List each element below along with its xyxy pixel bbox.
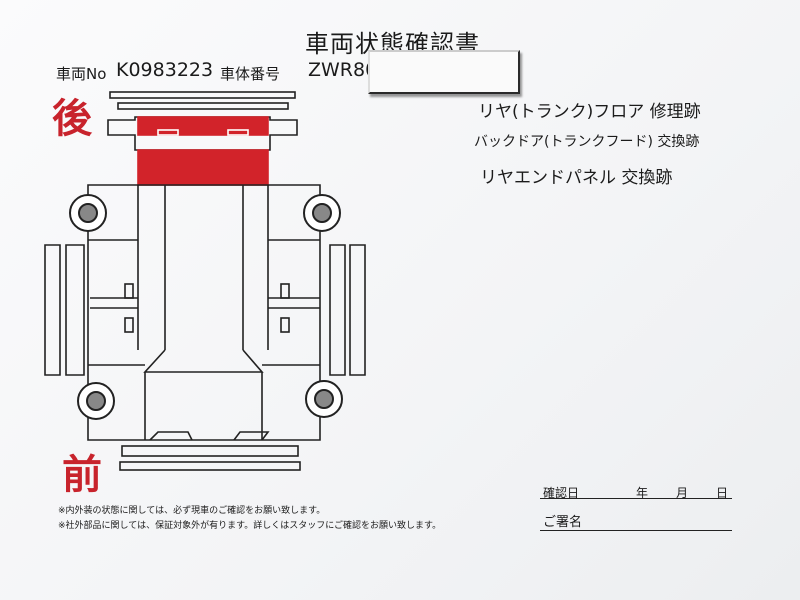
chassis-label: 車体番号 — [220, 65, 281, 83]
year-label: 年 — [636, 486, 649, 500]
vehicle-no: K0983223 — [116, 59, 214, 81]
date-line — [540, 498, 732, 499]
disclaimer: ※内外装の状態に関しては、必ず現車のご確認をお願い致します。 — [58, 506, 326, 516]
damage-note: バックドア(トランクフード) 交換跡 — [474, 134, 700, 150]
wheels — [69, 194, 343, 420]
confirm-date-label: 確認日 — [543, 486, 580, 500]
side-panels — [44, 244, 366, 376]
chassis-no: ZWR80 — [308, 59, 378, 81]
front-label: 前 — [62, 452, 102, 498]
trunk-panel — [107, 116, 298, 186]
signature-label: ご署名 — [543, 515, 583, 530]
damage-note: リヤ(トランク)フロア 修理跡 — [478, 102, 701, 122]
damage-back-door — [137, 149, 269, 186]
damage-note: リヤエンドパネル 交換跡 — [480, 168, 673, 188]
rear-label: 後 — [52, 96, 92, 142]
signature-line — [540, 530, 732, 531]
rear-bumper — [109, 91, 296, 110]
disclaimer: ※社外部品に関しては、保証対象外が有ります。詳しくはスタッフにご確認をお願い致し… — [58, 521, 442, 531]
front-bumper — [119, 445, 301, 471]
body-outline — [87, 184, 321, 441]
vehicle-no-label: 車両No — [56, 65, 107, 83]
day-label: 日 — [716, 486, 729, 500]
redaction-sticker — [368, 50, 520, 94]
month-label: 月 — [676, 486, 689, 500]
